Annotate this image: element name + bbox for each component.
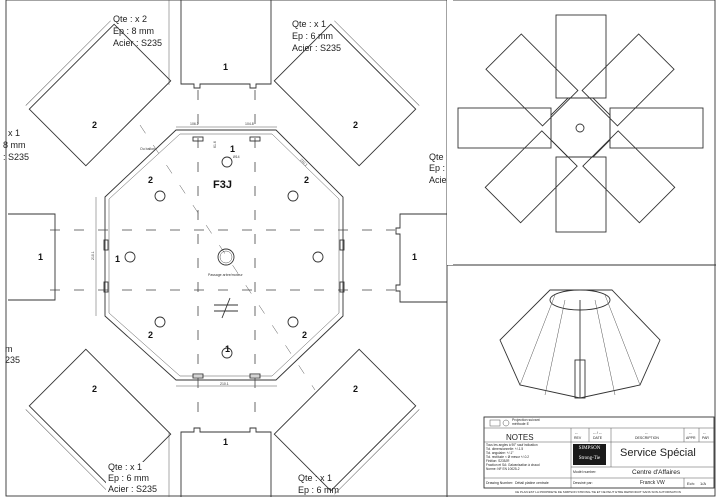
desc-value: --: [645, 430, 648, 435]
svg-text:Ep : 6 mm: Ep : 6 mm: [292, 31, 333, 41]
plate-top: [180, 0, 272, 89]
svg-text:Acier : S235: Acier : S235: [108, 484, 157, 494]
rev-header: REV: [574, 436, 582, 440]
hole-label: Ø14: [233, 155, 240, 159]
dim-top-left: 106.2: [190, 122, 199, 126]
part-number: 1: [412, 252, 417, 262]
part-number: 2: [302, 330, 307, 340]
slot-label: Ou ballon: [140, 147, 155, 151]
main-plan-view: F3J Passage arbre/moteur 106.2 104.8 210…: [3, 0, 453, 497]
plate-bottom: [180, 427, 272, 497]
dim-bottom: 210.1: [220, 382, 229, 386]
spec-note-left-partial: x 1 8 mm : S235 m 235: [3, 128, 29, 365]
drawn-by-value: Franck VW: [640, 480, 665, 486]
svg-text:Acier : S235: Acier : S235: [113, 38, 162, 48]
drawing-number-label: Drawing Number:: [486, 481, 514, 485]
spec-note-bottom-left: Qte : x 1 Ep : 6 mm Acier : S235: [106, 462, 162, 495]
assembly-plan-view: [457, 14, 704, 233]
svg-text:x 1: x 1: [8, 128, 20, 138]
dim-side: 210.1: [91, 251, 95, 260]
drawing-number-value: Détail platine centrale: [515, 481, 549, 485]
svg-text:Qte : x 2: Qte : x 2: [113, 14, 147, 24]
svg-text:Qte : x 1: Qte : x 1: [292, 19, 326, 29]
appr-value: --: [689, 430, 692, 435]
part-label: F3J: [213, 179, 232, 191]
part-number: 2: [353, 384, 358, 394]
part-number: 2: [148, 330, 153, 340]
plate-left: [8, 213, 56, 301]
svg-text:235: 235: [5, 355, 20, 365]
part-number: 2: [304, 175, 309, 185]
spec-note-top-left: Qte : x 2 Ep : 8 mm Acier : S235: [113, 14, 162, 48]
part-number: 1: [230, 144, 235, 154]
svg-text:Ep : 6 mm: Ep : 6 mm: [108, 473, 149, 483]
octagon-inner: [108, 133, 340, 377]
drawing-frame: [5, 0, 716, 497]
svg-text:Qte : x 1: Qte : x 1: [298, 473, 332, 483]
rev-value: --: [575, 430, 578, 435]
plate-right: [395, 213, 447, 303]
svg-text:Ep :: Ep :: [429, 163, 445, 173]
desc-header: DESCRIPTION: [635, 436, 659, 440]
part-number: 2: [92, 120, 97, 130]
notes-header: NOTES: [506, 433, 534, 442]
part-number: 1: [38, 252, 43, 262]
model-value: Centre d'Affaires: [632, 469, 681, 476]
drawing-title: Service Spécial: [620, 447, 696, 459]
drawn-by-label: Dessiné par:: [573, 481, 593, 485]
par-value: --: [703, 430, 706, 435]
svg-text:Ep : 8 mm: Ep : 8 mm: [113, 26, 154, 36]
shaft-passage: [217, 248, 235, 266]
assembly-3d-view: [499, 289, 661, 399]
projection-note: Projection suivant méthode E: [512, 418, 540, 426]
svg-text:Qte :: Qte :: [429, 152, 449, 162]
center-note: Passage arbre/moteur: [208, 273, 243, 277]
scale-value: 1/A: [700, 481, 707, 486]
svg-text:m: m: [5, 344, 13, 354]
part-number: 1: [223, 437, 228, 447]
svg-text:Ep : 6 mm: Ep : 6 mm: [298, 485, 339, 495]
footer-note: CE PLAN EST LA PROPRIETE DE SIMPSON STRO…: [515, 490, 681, 494]
svg-text:Qte : x 1: Qte : x 1: [108, 462, 142, 472]
scale-label: Ech:: [687, 481, 696, 486]
svg-text:: S235: : S235: [3, 152, 29, 162]
part-number: 1: [115, 254, 120, 264]
spec-note-top-right: Qte : x 1 Ep : 6 mm Acier : S235: [292, 19, 341, 53]
spec-note-bottom-right: Qte : x 1 Ep : 6 mm: [298, 473, 339, 495]
octagon-plate: [104, 129, 344, 381]
title-block-grid: [483, 416, 715, 489]
dim-small: 61.6: [213, 141, 217, 148]
par-header: PAR: [702, 436, 709, 440]
spec-note-right-partial: Qte : Ep : Acier: [429, 152, 450, 185]
svg-text:Acier: Acier: [429, 175, 450, 185]
date-value: -- / --: [593, 430, 602, 435]
svg-text:Acier : S235: Acier : S235: [292, 43, 341, 53]
dim-top-right: 104.8: [245, 122, 254, 126]
part-number: 2: [148, 175, 153, 185]
part-number: 2: [92, 384, 97, 394]
svg-text:8 mm: 8 mm: [3, 140, 26, 150]
model-label: Modèl number:: [573, 470, 597, 474]
appr-header: APPR: [686, 436, 696, 440]
part-number: 1: [225, 344, 230, 354]
dim-diagonal: 210.1: [299, 158, 308, 167]
part-number: 1: [223, 62, 228, 72]
part-number: 2: [353, 120, 358, 130]
date-header: DATE: [593, 436, 603, 440]
